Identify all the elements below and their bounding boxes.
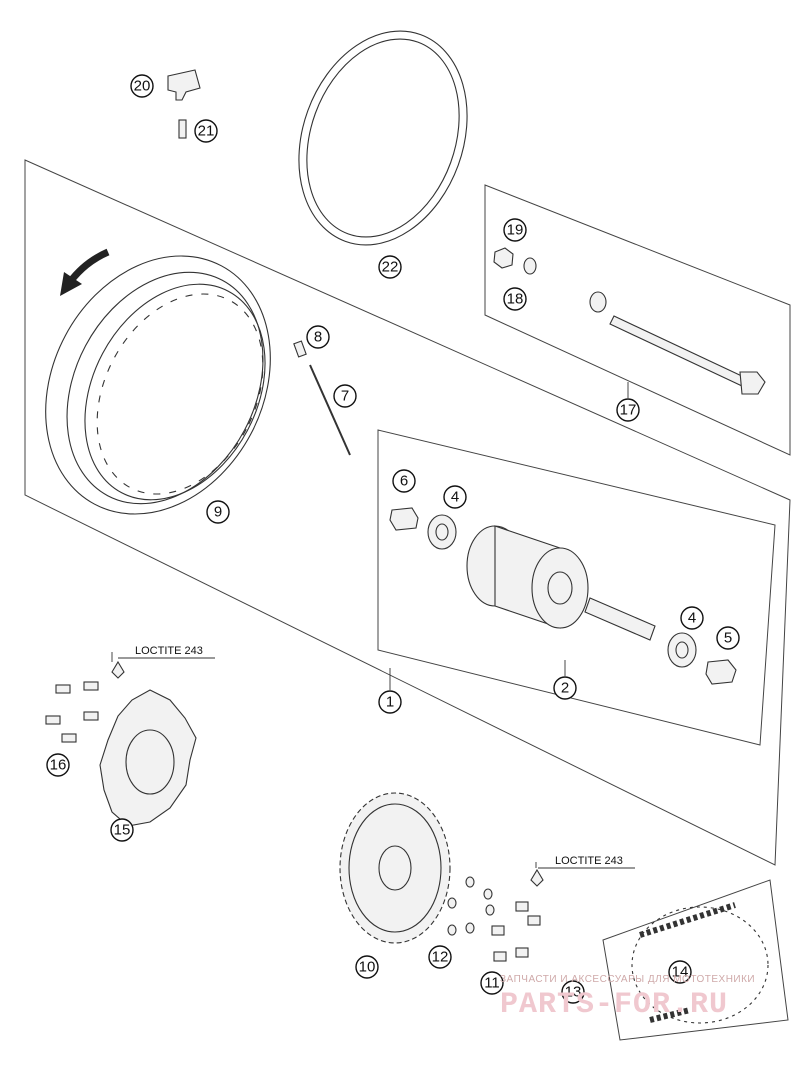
disc-screws: [45, 681, 99, 743]
callout-21: 21: [194, 119, 218, 143]
loctite-drop-icon-2: [530, 868, 544, 887]
svg-text:LOCTITE 243: LOCTITE 243: [135, 645, 203, 657]
svg-text:15: 15: [114, 822, 131, 839]
bearing-right-race: [675, 641, 689, 659]
bearing-part-left: [427, 514, 457, 550]
axle-part: [609, 315, 747, 387]
svg-text:14: 14: [672, 964, 689, 981]
bearing-part-right: [667, 632, 697, 668]
callout-17: 17: [616, 398, 640, 422]
callout-6: 6: [392, 469, 416, 493]
sprocket-screws: [491, 901, 541, 962]
callout-4: 4: [443, 485, 467, 509]
svg-text:20: 20: [134, 78, 151, 95]
svg-text:7: 7: [341, 388, 349, 405]
callout-4b: 4: [680, 606, 704, 630]
spacer-part-right: [705, 659, 737, 685]
svg-text:17: 17: [620, 402, 637, 419]
callout-12: 12: [428, 945, 452, 969]
rim-tape-part: [298, 30, 468, 246]
svg-text:19: 19: [507, 222, 524, 239]
spacer-part: [389, 507, 419, 531]
svg-text:4: 4: [688, 610, 696, 627]
hub-assembly-frame: [377, 429, 776, 746]
watermark-caption: ЗАПЧАСТИ И АКСЕССУАРЫ ДЛЯ МОТОТЕХНИКИ: [500, 974, 755, 985]
svg-text:10: 10: [359, 959, 376, 976]
axle-head: [739, 371, 766, 395]
svg-text:6: 6: [400, 473, 408, 490]
svg-text:5: 5: [724, 630, 732, 647]
washer-part: [523, 257, 537, 275]
callout-14: 14: [668, 960, 692, 984]
svg-text:8: 8: [314, 329, 322, 346]
svg-text:4: 4: [451, 489, 459, 506]
svg-text:22: 22: [382, 259, 399, 276]
rotation-arrow-icon: [67, 248, 110, 285]
svg-text:2: 2: [561, 680, 569, 697]
loctite-note-disc: LOCTITE 243: [118, 645, 215, 659]
watermark-brand: PARTS-FOR.RU: [500, 988, 728, 1022]
svg-text:1: 1: [386, 694, 394, 711]
callout-10: 10: [355, 955, 379, 979]
callout-15: 15: [110, 818, 134, 842]
chain-outline: [631, 906, 769, 1024]
svg-text:12: 12: [432, 949, 449, 966]
callout-18: 18: [503, 287, 527, 311]
bearing-left-race: [435, 523, 449, 541]
callout-19: 19: [503, 218, 527, 242]
axle-assembly-frame: [484, 184, 791, 456]
wheel-assembly-frame: [24, 159, 791, 866]
brake-disc-part: [99, 689, 197, 827]
callout-9: 9: [206, 500, 230, 524]
rim-part: [45, 255, 271, 515]
leader-lines: [111, 382, 629, 868]
callout-1: 1: [378, 690, 402, 714]
axle-nut-part: [493, 247, 514, 269]
callout-13: 13: [561, 980, 585, 1004]
axle-washer-part: [589, 291, 607, 313]
callout-5: 5: [716, 626, 740, 650]
valve-part: [167, 69, 201, 101]
callout-16: 16: [46, 753, 70, 777]
valve-core-part: [178, 119, 187, 139]
chain-frame: [602, 879, 789, 1041]
callout-11: 11: [480, 971, 504, 995]
svg-text:13: 13: [565, 984, 582, 1001]
callout-22: 22: [378, 255, 402, 279]
brake-disc-center: [125, 729, 175, 795]
hub-part: [466, 525, 589, 629]
loctite-note-sprocket: LOCTITE 243: [538, 855, 635, 869]
svg-text:11: 11: [484, 975, 500, 992]
callout-8: 8: [306, 325, 330, 349]
svg-text:16: 16: [50, 757, 67, 774]
chain-part: [639, 902, 736, 1023]
loctite-drop-icon: [111, 660, 125, 679]
rim-tape-inner-edge: [306, 38, 460, 238]
svg-text:18: 18: [507, 291, 524, 308]
rotation-arrow-head: [60, 272, 82, 296]
spoke-nipple-part: [293, 340, 307, 358]
sprocket-nuts: [447, 876, 495, 936]
svg-text:LOCTITE 243: LOCTITE 243: [555, 855, 623, 867]
spoke-part: [309, 364, 351, 456]
hub-spacer-tube-part: [584, 597, 656, 641]
callout-7: 7: [333, 384, 357, 408]
sprocket-part: [339, 792, 451, 944]
callout-20: 20: [130, 74, 154, 98]
svg-text:21: 21: [198, 123, 215, 140]
callout-2: 2: [553, 676, 577, 700]
svg-text:9: 9: [214, 504, 222, 521]
